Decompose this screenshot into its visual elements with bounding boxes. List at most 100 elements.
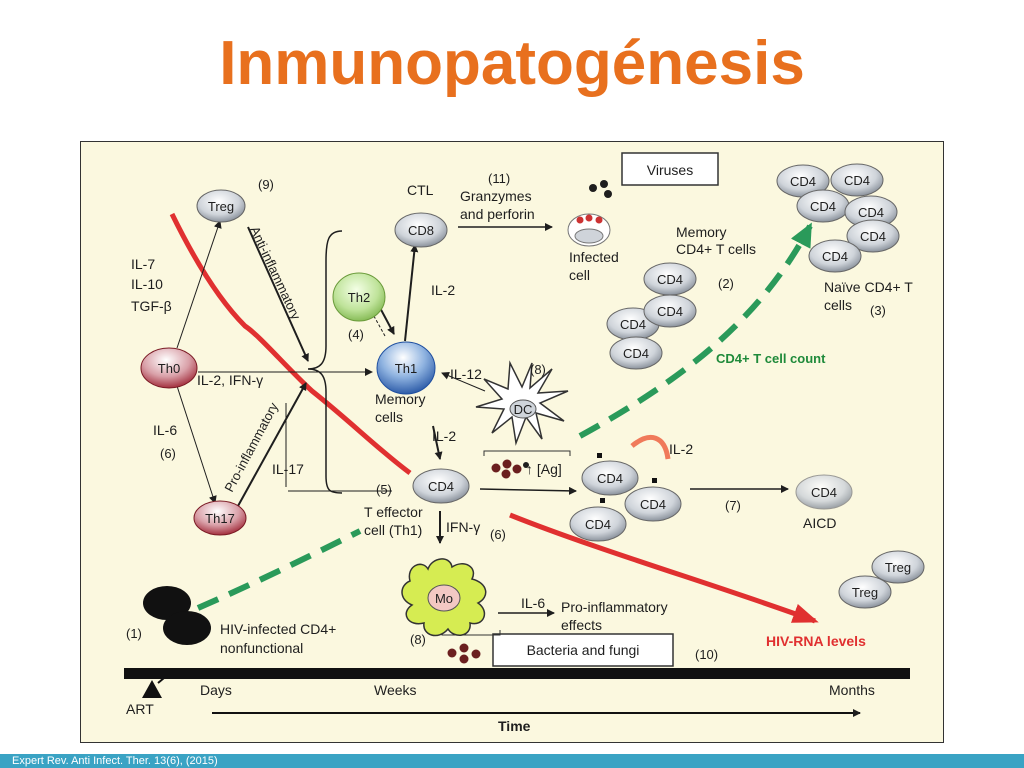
antigen-particle bbox=[502, 459, 512, 469]
label-memory-cd4-2: CD4+ T cells bbox=[676, 241, 756, 257]
source-citation: Expert Rev. Anti Infect. Ther. 13(6), (2… bbox=[12, 755, 218, 767]
label-il6-mid: IL-6 bbox=[521, 595, 545, 611]
cell-cd4-memory: CD4 bbox=[643, 262, 697, 296]
label-n1: (1) bbox=[126, 626, 142, 641]
label-pro-effects-1: Pro-inflammatory bbox=[561, 599, 668, 615]
cell-treg-right: Treg bbox=[871, 550, 925, 584]
bacteria-particle bbox=[459, 654, 469, 664]
cell-treg-top: Treg bbox=[196, 189, 246, 223]
antigen-particle bbox=[512, 464, 522, 474]
label-il2-right: IL-2 bbox=[669, 441, 693, 457]
brace bbox=[307, 230, 343, 494]
arrow-cd4-cd4cluster bbox=[479, 486, 577, 495]
label-n3: (3) bbox=[870, 303, 886, 318]
arrow-th1-cd4 bbox=[432, 425, 443, 460]
label-il7: IL-7 bbox=[131, 256, 155, 272]
label-naive-2: cells bbox=[824, 297, 852, 313]
label-ag: ↑ [Ag] bbox=[526, 461, 562, 477]
arrow-th0-th17 bbox=[176, 385, 217, 504]
svg-text:CD4: CD4 bbox=[810, 199, 836, 214]
label-t-effector-2: cell (Th1) bbox=[364, 522, 422, 538]
cd4-count-curve-tail bbox=[578, 222, 813, 439]
label-months: Months bbox=[829, 682, 875, 698]
antigen-particle bbox=[501, 469, 511, 479]
hiv-infected-cell bbox=[143, 586, 191, 620]
mo-label: Mo bbox=[435, 591, 453, 606]
svg-text:CD4: CD4 bbox=[585, 517, 611, 532]
label-il2-top: IL-2 bbox=[431, 282, 455, 298]
svg-text:CD4: CD4 bbox=[657, 272, 683, 287]
svg-text:CD4: CD4 bbox=[620, 317, 646, 332]
svg-text:CD4: CD4 bbox=[811, 485, 837, 500]
cell-cd8: CD8 bbox=[394, 212, 448, 248]
cell-th2: Th2 bbox=[332, 272, 386, 322]
label-n8-bottom: (8) bbox=[410, 632, 426, 647]
svg-text:CD4: CD4 bbox=[657, 304, 683, 319]
il2-loop-arrow bbox=[630, 434, 671, 460]
label-il12: IL-12 bbox=[450, 366, 482, 382]
time-bar bbox=[124, 668, 910, 679]
label-n5: (5) bbox=[376, 482, 392, 497]
svg-text:Treg: Treg bbox=[885, 560, 911, 575]
label-memory-cd4-1: Memory bbox=[676, 224, 727, 240]
bacteria-particle bbox=[447, 648, 457, 658]
arrow-antiinflammatory bbox=[247, 226, 309, 362]
antigen-particle bbox=[491, 463, 501, 473]
cell-label: Th0 bbox=[158, 361, 180, 376]
label-n4: (4) bbox=[348, 327, 364, 342]
label-art: ART bbox=[126, 701, 154, 717]
label-weeks: Weeks bbox=[374, 682, 417, 698]
macrophage-nucleus bbox=[427, 584, 461, 612]
svg-text:CD4: CD4 bbox=[640, 497, 666, 512]
viruses-box bbox=[621, 152, 719, 186]
label-cd4-count: CD4+ T cell count bbox=[716, 351, 826, 366]
label-tgfb: TGF-β bbox=[131, 298, 172, 314]
arrow-proinflammatory bbox=[237, 382, 307, 507]
virus-particle bbox=[604, 190, 612, 198]
label-bacteria: Bacteria and fungi bbox=[527, 642, 640, 658]
label-perforin: and perforin bbox=[460, 206, 535, 222]
dendritic-cell-nucleus bbox=[509, 399, 537, 419]
virus-particle bbox=[589, 184, 597, 192]
dc-label: DC bbox=[514, 402, 533, 417]
footer-bar: Expert Rev. Anti Infect. Ther. 13(6), (2… bbox=[0, 754, 1024, 768]
label-naive-1: Naïve CD4+ T bbox=[824, 279, 913, 295]
cell-th17: Th17 bbox=[193, 500, 247, 536]
label-il17: IL-17 bbox=[272, 461, 304, 477]
cell-treg-right: Treg bbox=[838, 575, 892, 609]
label-memory-cells-1: Memory bbox=[375, 391, 426, 407]
cell-th0: Th0 bbox=[140, 347, 198, 389]
label-il10: IL-10 bbox=[131, 276, 163, 292]
label-n2: (2) bbox=[718, 276, 734, 291]
arrow-th1-cd8 bbox=[404, 244, 419, 342]
cell-cd4-activated: CD4 bbox=[569, 506, 627, 542]
cell-cd4-effector: CD4 bbox=[412, 468, 470, 504]
art-marker bbox=[142, 680, 162, 698]
bacteria-box bbox=[492, 633, 674, 667]
label-pro-effects-2: effects bbox=[561, 617, 602, 633]
svg-text:CD4: CD4 bbox=[790, 174, 816, 189]
virus-particle bbox=[595, 216, 603, 224]
label-n9: (9) bbox=[258, 177, 274, 192]
hiv-infected-cell bbox=[163, 611, 211, 645]
svg-text:CD4: CD4 bbox=[822, 249, 848, 264]
slide-title: Inmunopatogénesis bbox=[219, 29, 805, 98]
cell-cd4-activated: CD4 bbox=[624, 486, 682, 522]
label-n7: (7) bbox=[725, 498, 741, 513]
cell-cd4-naive: CD4 bbox=[796, 189, 850, 223]
cell-th1: Th1 bbox=[376, 341, 436, 395]
arrow-dc-th1 bbox=[441, 372, 486, 392]
art-tick bbox=[157, 677, 165, 684]
label-infected-2: cell bbox=[569, 267, 590, 283]
cell-cd4-memory: CD4 bbox=[643, 294, 697, 328]
svg-text:CD4: CD4 bbox=[623, 346, 649, 361]
cell-cd4-activated: CD4 bbox=[581, 460, 639, 496]
cell-label: Th17 bbox=[205, 511, 235, 526]
label-aicd: AICD bbox=[803, 515, 836, 531]
ag-bracket bbox=[483, 450, 571, 456]
label-hiv-infected-2: nonfunctional bbox=[220, 640, 303, 656]
cell-label: CD4 bbox=[428, 479, 454, 494]
svg-text:CD4: CD4 bbox=[844, 173, 870, 188]
cell-label: Th1 bbox=[395, 361, 417, 376]
label-granzymes: Granzymes bbox=[460, 188, 532, 204]
